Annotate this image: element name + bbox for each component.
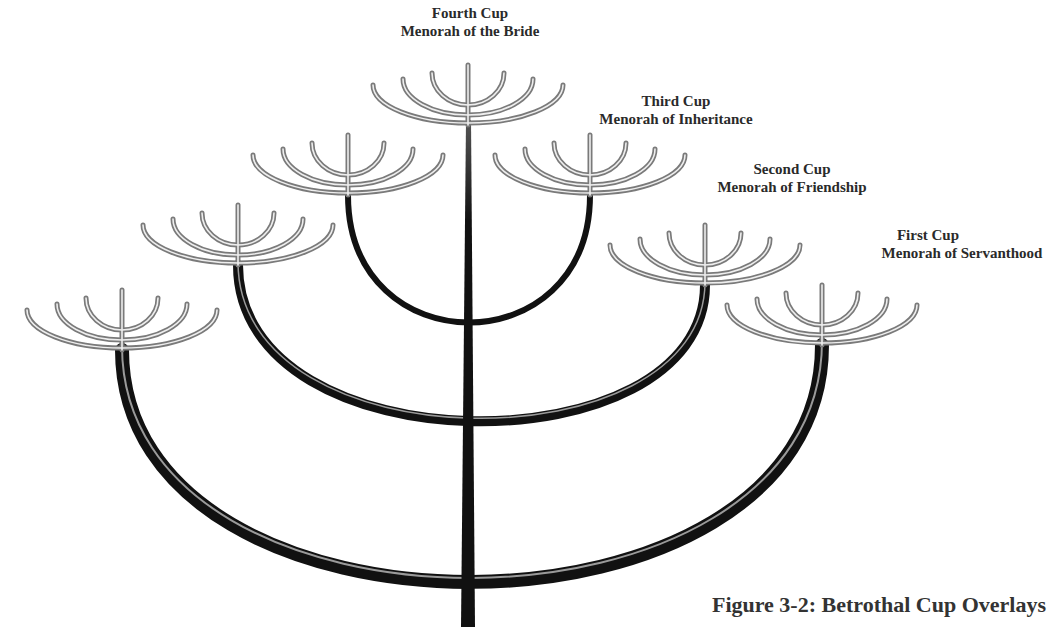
cup-label: Fourth Cup <box>432 4 508 22</box>
cup-label: Menorah of Inheritance <box>599 110 752 128</box>
cup-label: First Cup <box>897 226 959 244</box>
cup-label: Menorah of the Bride <box>401 22 540 40</box>
first-cup-branches <box>727 285 917 345</box>
fourth-cup-branches <box>373 65 563 125</box>
cup-label: Third Cup <box>642 92 711 110</box>
cup-label: Menorah of Servanthood <box>882 244 1043 262</box>
second-cup-branches <box>610 225 800 285</box>
third-cup-branches <box>253 135 443 195</box>
figure-caption: Figure 3-2: Betrothal Cup Overlays <box>712 592 1046 618</box>
cup-label: Menorah of Friendship <box>717 178 866 196</box>
menorah-stem <box>461 120 475 627</box>
first-cup-branches <box>27 290 217 350</box>
third-cup-branches <box>495 135 685 195</box>
cup-label: Second Cup <box>753 160 830 178</box>
second-cup-branches <box>143 205 333 265</box>
